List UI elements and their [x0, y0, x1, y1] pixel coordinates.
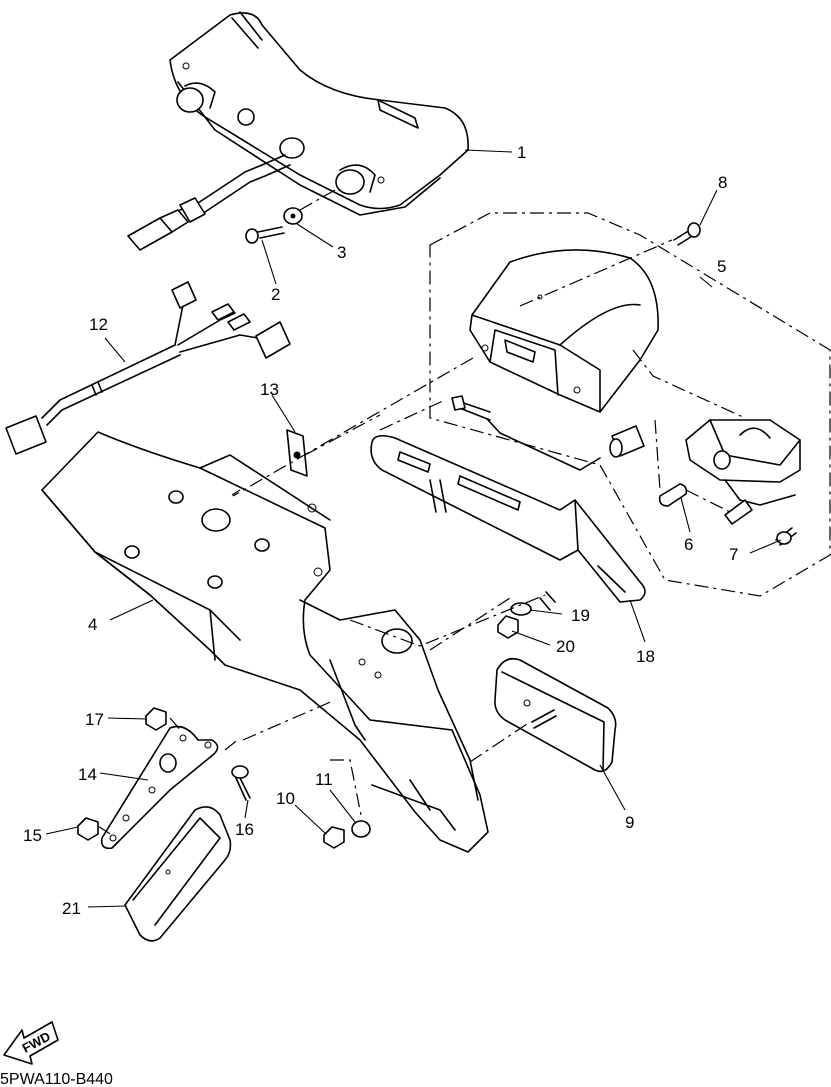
- part-15-nut: [77, 817, 99, 841]
- part-2-screw: [245, 226, 285, 244]
- callout-4: 4: [88, 615, 97, 634]
- part-13-bracket-plate: [286, 429, 308, 477]
- assembly-guide-lines: [97, 239, 746, 836]
- leader-lines: [45, 149, 782, 908]
- callout-3: 3: [337, 243, 346, 262]
- part-8-bolt: [673, 222, 701, 246]
- callout-20: 20: [556, 637, 575, 656]
- callout-16: 16: [235, 820, 254, 839]
- callout-7: 7: [729, 545, 738, 564]
- callout-11: 11: [315, 770, 333, 789]
- callout-5: 5: [717, 257, 726, 276]
- part-21-rear-reflector: [124, 806, 232, 942]
- callout-15: 15: [23, 826, 42, 845]
- part-10-nut: [323, 826, 345, 849]
- part-20-nut: [497, 615, 519, 639]
- fwd-arrow-icon: FWD: [3, 1021, 59, 1065]
- callout-18: 18: [636, 647, 655, 666]
- part-11-washer: [351, 820, 371, 838]
- callout-1: 1: [517, 143, 526, 162]
- part-6-bulb: [658, 483, 688, 507]
- reference-code: 5PWA110-B440: [0, 1071, 113, 1087]
- part-1-lamp-housing: [127, 11, 469, 251]
- part-12-wire-harness: [5, 281, 291, 455]
- part-4-rear-fender: [41, 431, 489, 853]
- part-16-bolt: [231, 765, 251, 801]
- callout-19: 19: [571, 606, 590, 625]
- part-9-reflector: [494, 657, 617, 773]
- part-17-nut: [145, 707, 167, 731]
- callout-13: 13: [260, 380, 279, 399]
- callout-8: 8: [718, 173, 727, 192]
- callout-21: 21: [62, 899, 81, 918]
- part-5-license-lamp: [451, 249, 801, 525]
- part-14-reflector-bracket: [100, 725, 219, 850]
- callout-9: 9: [625, 813, 634, 832]
- callout-6: 6: [684, 535, 693, 554]
- part-7-screw: [775, 527, 797, 546]
- callout-12: 12: [89, 315, 108, 334]
- callout-labels: 1 2 3 4 5 6 7 8 9 10 11 12 13 14 15 16 1…: [23, 143, 738, 918]
- part-3-washer: [283, 207, 303, 225]
- callout-17: 17: [85, 710, 104, 729]
- part-5-assembly-outline: [429, 212, 831, 597]
- callout-2: 2: [271, 285, 280, 304]
- callout-14: 14: [78, 765, 97, 784]
- part-18-license-bracket: [370, 434, 646, 611]
- callout-10: 10: [276, 789, 295, 808]
